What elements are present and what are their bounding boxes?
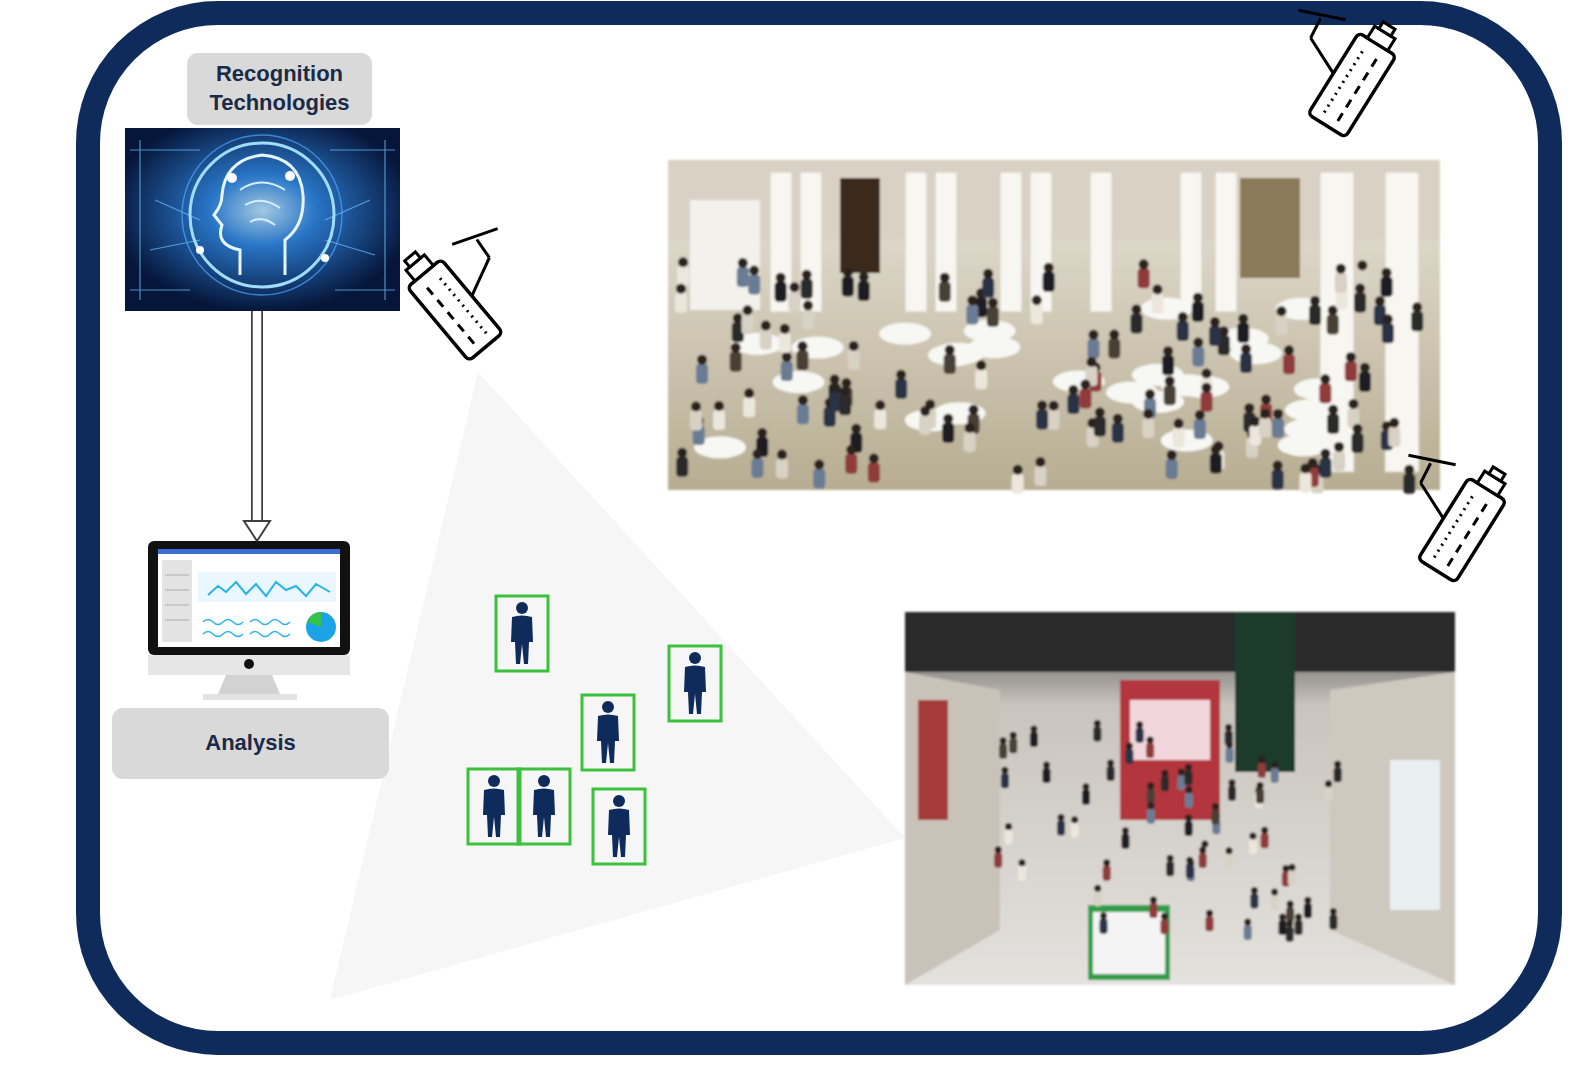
label-plate: Recognition Technologies <box>187 53 372 125</box>
node-box: Recognition Technologies <box>125 53 400 311</box>
node-box: Analysis <box>112 541 389 779</box>
ai-brain-image <box>125 128 400 311</box>
monitor-icon <box>148 541 350 700</box>
mall-photo <box>905 612 1455 985</box>
camera-view-cone <box>330 372 905 1000</box>
label-plate: Analysis <box>112 708 389 779</box>
node-label: Recognition Technologies <box>197 60 362 117</box>
camera-icon <box>393 202 551 361</box>
arrow-head <box>244 521 270 541</box>
hollow-arrow <box>244 311 270 541</box>
arrow-shaft <box>251 311 263 522</box>
frame <box>88 13 1550 1043</box>
node-label: Analysis <box>205 729 296 758</box>
camera-icon <box>1254 0 1407 137</box>
arrow-shaft-inner <box>253 311 262 522</box>
detected-people <box>468 596 721 864</box>
camera-icon <box>1364 426 1517 583</box>
banquet-photo <box>668 160 1440 494</box>
